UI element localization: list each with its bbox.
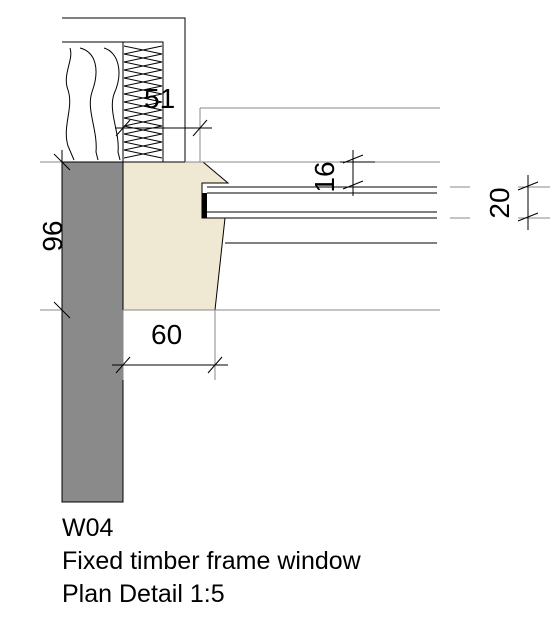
timber-frame	[122, 161, 230, 311]
detail-title: Fixed timber frame window	[62, 547, 361, 575]
glazing-seal	[202, 193, 207, 218]
solid-wall	[61, 161, 124, 503]
dim-label-96: 96	[37, 220, 68, 251]
dimension-lines	[53, 119, 539, 374]
plan-detail-drawing: 51 96 60 16 20	[37, 17, 550, 503]
glazing-lines	[207, 186, 437, 244]
detail-scale: Plan Detail 1:5	[62, 580, 225, 608]
dim-label-51: 51	[144, 83, 175, 114]
detail-code: W04	[62, 514, 114, 542]
dim-label-20: 20	[484, 187, 515, 218]
dim-label-16: 16	[309, 161, 340, 192]
detail-caption: W04 Fixed timber frame window Plan Detai…	[62, 512, 361, 611]
dim-label-60: 60	[151, 319, 182, 350]
insulation-batt	[62, 41, 123, 161]
extension-lines	[40, 107, 550, 380]
wall-outline	[62, 17, 186, 162]
